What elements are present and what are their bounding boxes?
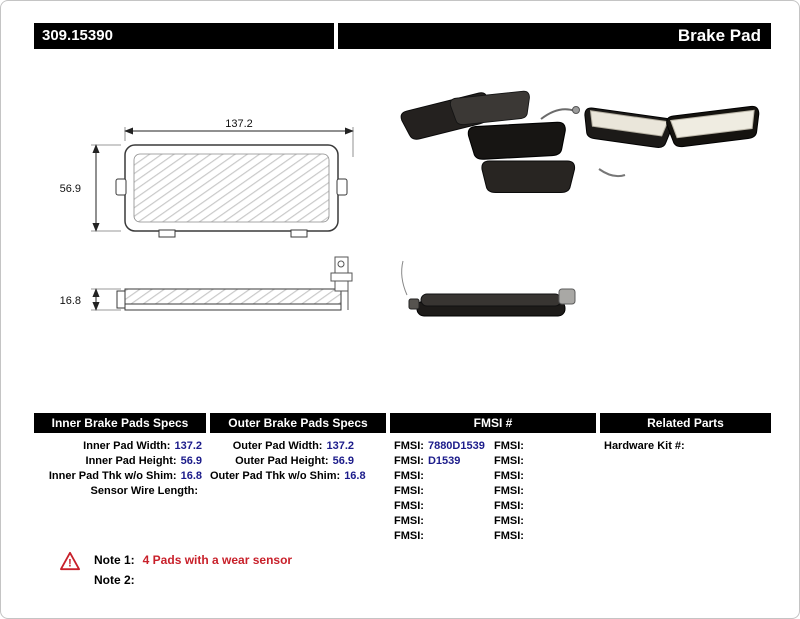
spec-value: 137.2 [326,440,354,452]
spec-row: Inner Pad Thk w/o Shim:16.8 [34,469,202,484]
fmsi-label: FMSI: [394,530,424,542]
spec-row: Outer Pad Thk w/o Shim:16.8 [210,469,366,484]
spec-value: 16.8 [344,470,366,482]
fmsi-left-rows: FMSI:7880D1539 FMSI:D1539 FMSI: FMSI: FM… [394,439,490,544]
fmsi-row: FMSI: [494,469,590,484]
spec-row: Inner Pad Height:56.9 [34,454,202,469]
dim-width-label: 137.2 [225,118,253,130]
fmsi-label: FMSI: [394,470,424,482]
spec-label: Inner Pad Height: [85,455,177,467]
dim-height-label: 56.9 [60,183,81,195]
fmsi-row: FMSI: [494,499,590,514]
spec-label: Outer Pad Height: [235,455,329,467]
wear-sensor-wire [598,168,626,178]
fmsi-label: FMSI: [394,485,424,497]
warning-icon: ! [60,551,80,571]
fmsi-row: FMSI: [494,439,590,454]
fmsi-row: FMSI:D1539 [394,454,490,469]
related-row: Hardware Kit #: [604,439,769,454]
spec-row: Sensor Wire Length: [34,484,202,499]
note-2: Note 2: [94,573,143,587]
fmsi-label: FMSI: [394,515,424,527]
spec-value: 137.2 [174,440,202,452]
page-title: Brake Pad [338,23,771,49]
note-2-label: Note 2: [94,573,135,587]
pad-photo-side [401,260,576,317]
fmsi-label: FMSI: [494,440,524,452]
fmsi-label: FMSI: [394,500,424,512]
fmsi-label: FMSI: [494,515,524,527]
front-view-drawing: 137.2 56.9 [60,118,354,238]
fmsi-label: FMSI: [494,530,524,542]
spec-label: Outer Pad Thk w/o Shim: [210,470,341,482]
fmsi-row: FMSI: [394,499,490,514]
ceramic-pad-photo [581,106,674,150]
ceramic-pad-photo [665,105,763,149]
fmsi-label: FMSI: [494,455,524,467]
outer-specs-rows: Outer Pad Width:137.2 Outer Pad Height:5… [210,439,366,484]
spec-label: Inner Pad Thk w/o Shim: [48,470,177,482]
fmsi-row: FMSI: [494,454,590,469]
note-1-label: Note 1: [94,553,135,567]
outer-specs-header: Outer Brake Pads Specs [210,413,386,433]
related-label: Hardware Kit #: [604,440,685,452]
spec-row: Outer Pad Height:56.9 [210,454,354,469]
pad-photos [399,90,763,194]
note-1: Note 1: 4 Pads with a wear sensor [94,553,292,567]
warning-glyph: ! [68,557,72,569]
fmsi-row: FMSI: [494,484,590,499]
note-1-text: 4 Pads with a wear sensor [142,553,293,567]
technical-drawing: 137.2 56.9 16.8 [60,90,763,317]
fmsi-row: FMSI:7880D1539 [394,439,490,454]
related-parts-rows: Hardware Kit #: [604,439,769,454]
fmsi-value: D1539 [427,455,461,467]
side-view-drawing: 16.8 [60,256,353,311]
fmsi-label: FMSI: [394,455,424,467]
fmsi-label: FMSI: [394,440,424,452]
fmsi-row: FMSI: [394,484,490,499]
dim-thickness-label: 16.8 [60,295,81,307]
part-number: 309.15390 [34,23,334,49]
fmsi-label: FMSI: [494,500,524,512]
fmsi-label: FMSI: [494,470,524,482]
inner-specs-rows: Inner Pad Width:137.2 Inner Pad Height:5… [34,439,202,499]
spec-row: Outer Pad Width:137.2 [210,439,354,454]
fmsi-row: FMSI: [394,514,490,529]
fmsi-row: FMSI: [394,529,490,544]
fmsi-row: FMSI: [494,514,590,529]
fmsi-row: FMSI: [394,469,490,484]
fmsi-label: FMSI: [494,485,524,497]
inner-specs-header: Inner Brake Pads Specs [34,413,206,433]
wear-sensor-wire [540,108,576,120]
fmsi-row: FMSI: [494,529,590,544]
spec-value: 56.9 [180,455,202,467]
spec-label: Outer Pad Width: [232,440,323,452]
fmsi-value: 7880D1539 [427,440,485,452]
spec-value: 56.9 [332,455,354,467]
spec-label: Sensor Wire Length: [90,485,198,497]
fmsi-header: FMSI # [390,413,596,433]
fmsi-right-rows: FMSI: FMSI: FMSI: FMSI: FMSI: FMSI: FMSI… [494,439,590,544]
spec-row: Inner Pad Width:137.2 [34,439,202,454]
related-parts-header: Related Parts [600,413,771,433]
spec-value: 16.8 [180,470,202,482]
spec-label: Inner Pad Width: [83,440,171,452]
